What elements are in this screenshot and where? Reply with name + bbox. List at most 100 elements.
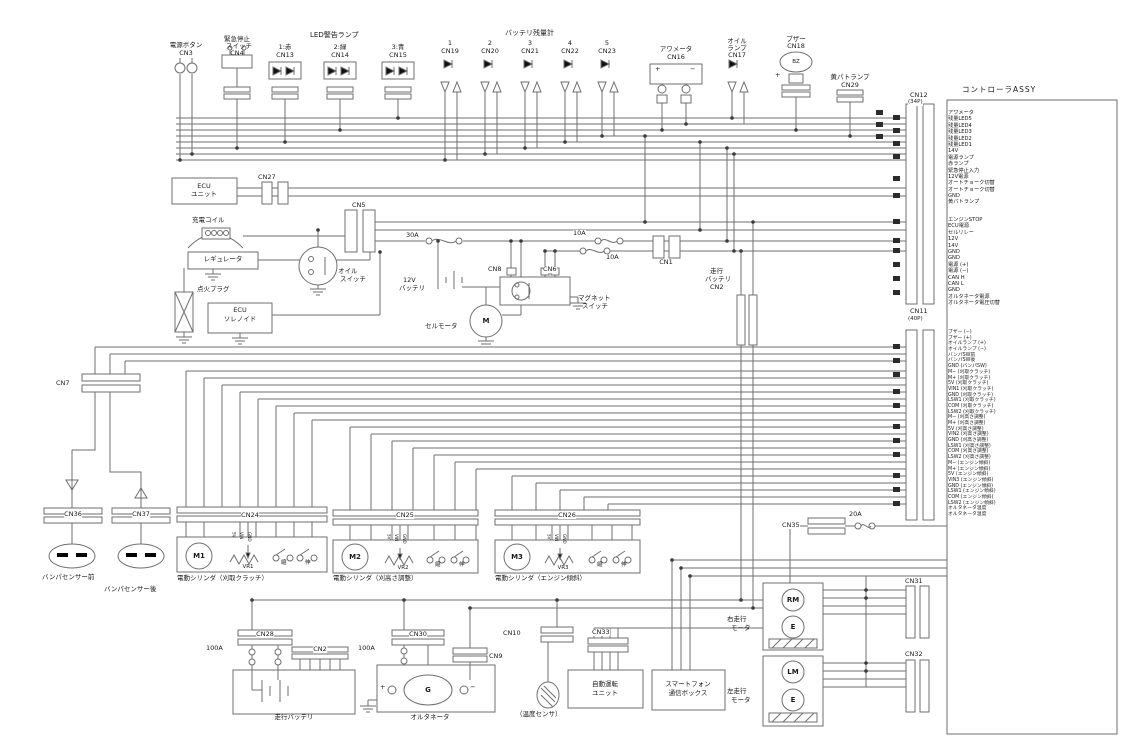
cn12-pin: CAN L bbox=[948, 280, 964, 287]
right-motor-label-2: モータ bbox=[731, 624, 751, 632]
pot-pin: VIN bbox=[554, 534, 560, 542]
cn11-pin: M+ (刈取クラッチ) bbox=[948, 375, 991, 381]
cn11-pincount: (40P) bbox=[908, 316, 923, 323]
cn12-pin: セルリレー bbox=[948, 229, 974, 236]
hourmeter-cn: CN16 bbox=[667, 53, 685, 61]
cn12-pin: 14V bbox=[948, 148, 959, 155]
cn11-pin: GND (バンパSW) bbox=[948, 364, 987, 370]
battery12-label-1: 12V bbox=[403, 276, 416, 284]
cn12-pin: 残量LED3 bbox=[948, 129, 972, 136]
ecu-unit-label-2: ユニット bbox=[191, 190, 217, 198]
m1-symbol: M1 bbox=[193, 552, 205, 560]
cn11-pin: M+ (刈高さ調整) bbox=[948, 421, 986, 426]
auto-unit-label-1: 自動運転 bbox=[592, 680, 618, 688]
cyl3-label: 電動シリンダ（エンジン傾斜） bbox=[495, 574, 586, 582]
led3-label: 3:青 bbox=[391, 43, 405, 51]
vr3-label: VR3 bbox=[557, 565, 569, 571]
cn10-label: CN10 bbox=[503, 629, 521, 637]
pot-pin: GND bbox=[561, 534, 567, 544]
cn12-pin: 黄パトランプ bbox=[948, 199, 980, 206]
hourmeter-minus: − bbox=[690, 65, 696, 73]
power-button-cn: CN3 bbox=[179, 49, 193, 57]
buzzer-label: ブザー bbox=[786, 35, 806, 43]
pot-pin: GND bbox=[401, 534, 407, 544]
cn12-pin: 電源 (−) bbox=[948, 268, 969, 275]
left-motor-encoder-symbol: E bbox=[790, 696, 796, 704]
cn11-pin: VIN2 (刈高さ調整) bbox=[948, 432, 989, 438]
cyl3-sw-retract: 縮 bbox=[597, 562, 603, 568]
gauge3-cn: CN21 bbox=[521, 47, 539, 55]
regulator-label: レギュレータ bbox=[203, 255, 243, 263]
oil-lamp-cn: CN17 bbox=[728, 51, 746, 59]
cn12-pin: GND bbox=[948, 255, 960, 262]
vr1-label: VR1 bbox=[242, 564, 254, 570]
oil-switch-label-1: オイル bbox=[338, 267, 358, 275]
oil-lamp-label-2: ランプ bbox=[727, 44, 747, 52]
pot-pin: GND bbox=[246, 532, 252, 542]
gauge3-num: 3 bbox=[527, 39, 533, 47]
left-motor-label-1: 左走行 bbox=[727, 687, 747, 695]
vr2-label: VR2 bbox=[397, 565, 409, 571]
phone-box-label-1: スマートフォン bbox=[665, 680, 711, 688]
oil-switch-label-2: スイッチ bbox=[340, 275, 366, 283]
cn11-pin: バンパSW後 bbox=[948, 358, 976, 364]
oil-lamp-label-1: オイル bbox=[727, 37, 747, 45]
ecu-solenoid-label-1: ECU bbox=[233, 306, 247, 314]
cn12-pin: 赤ランプ bbox=[948, 161, 969, 168]
magnet-switch-label-1: マグネット bbox=[578, 294, 611, 302]
cn11-pin: 5V (エンジン傾斜) bbox=[948, 472, 989, 478]
travel-batt-conn-cn: CN2 bbox=[710, 283, 724, 291]
estop-cn: CN4 bbox=[230, 49, 244, 57]
estop-label-1: 緊急停止 bbox=[224, 35, 250, 43]
cn11-pin: LSW1 (刈高さ調整) bbox=[948, 443, 991, 449]
cn12-pincount: (34P) bbox=[908, 99, 923, 106]
cn5-label: CN5 bbox=[352, 201, 366, 209]
power-button-label: 電源ボタン bbox=[169, 41, 203, 49]
cn11-pin: ブザー (+) bbox=[948, 335, 972, 341]
controller-title: コントローラASSY bbox=[962, 85, 1037, 94]
cn11-pin: GND (刈高さ調整) bbox=[948, 438, 989, 444]
cn11-pin: オイルランプ (+) bbox=[948, 341, 986, 347]
led1-label: 1:赤 bbox=[278, 43, 292, 51]
charge-coil-label: 充電コイル bbox=[192, 216, 225, 224]
cn11-pin: バンパSW前 bbox=[948, 352, 976, 358]
cn12-pin: オートチョーク切替 bbox=[948, 180, 995, 187]
cn11-pin: GND (エンジン傾斜) bbox=[948, 483, 994, 489]
alternator-label: オルタネータ bbox=[410, 713, 450, 721]
cyl3-sw-extend: 伸 bbox=[621, 562, 627, 568]
estop-label-2: スイッチ bbox=[226, 42, 252, 50]
hourmeter-label: アワメータ bbox=[659, 45, 693, 53]
cn12-pin: オルタネータ電圧切替 bbox=[948, 300, 1000, 307]
cn11-pin: 5V (刈高さ調整) bbox=[948, 426, 984, 432]
fuse-30a-label: 30A bbox=[406, 231, 419, 239]
cn11-pin: 5V (刈取クラッチ) bbox=[948, 381, 989, 387]
cn36-label: CN36 bbox=[64, 510, 82, 518]
fuse-10a-bottom-label: 10A bbox=[606, 253, 619, 261]
pot-pin: VIN bbox=[394, 534, 400, 542]
cn12-pin: オートチョーク切替 bbox=[948, 186, 995, 193]
fuse-10a-top-label: 10A bbox=[573, 229, 586, 237]
cn11-pin: COM (刈高さ調整) bbox=[948, 449, 989, 455]
cn12-pin: 電源 (+) bbox=[948, 261, 969, 268]
cn7-label: CN7 bbox=[56, 379, 70, 387]
cyl2-sw-extend: 伸 bbox=[459, 562, 465, 568]
cn12-pin: 14V bbox=[948, 242, 959, 249]
cn27-label: CN27 bbox=[258, 173, 276, 181]
cn6-label: CN6 bbox=[543, 265, 557, 273]
cn11-pin: LSW1 (エンジン傾斜) bbox=[948, 489, 996, 495]
pot-pin: VIN bbox=[239, 532, 245, 540]
cn11-pin: M− (エンジン傾斜) bbox=[948, 460, 991, 466]
buzzer-symbol: BZ bbox=[792, 59, 800, 65]
cn11-pin: GND (刈取クラッチ) bbox=[948, 392, 994, 398]
gauge1-num: 1 bbox=[447, 39, 453, 47]
spark-plug-label: 点火プラグ bbox=[197, 285, 230, 293]
right-motor-label-1: 右走行 bbox=[727, 615, 747, 623]
left-motor-symbol: LM bbox=[787, 668, 799, 676]
cn11-pin: LSW1 (刈取クラッチ) bbox=[948, 398, 996, 404]
cn12-pin: CAN H bbox=[948, 274, 965, 281]
cyl2-label: 電動シリンダ（刈高さ調整） bbox=[333, 574, 418, 582]
